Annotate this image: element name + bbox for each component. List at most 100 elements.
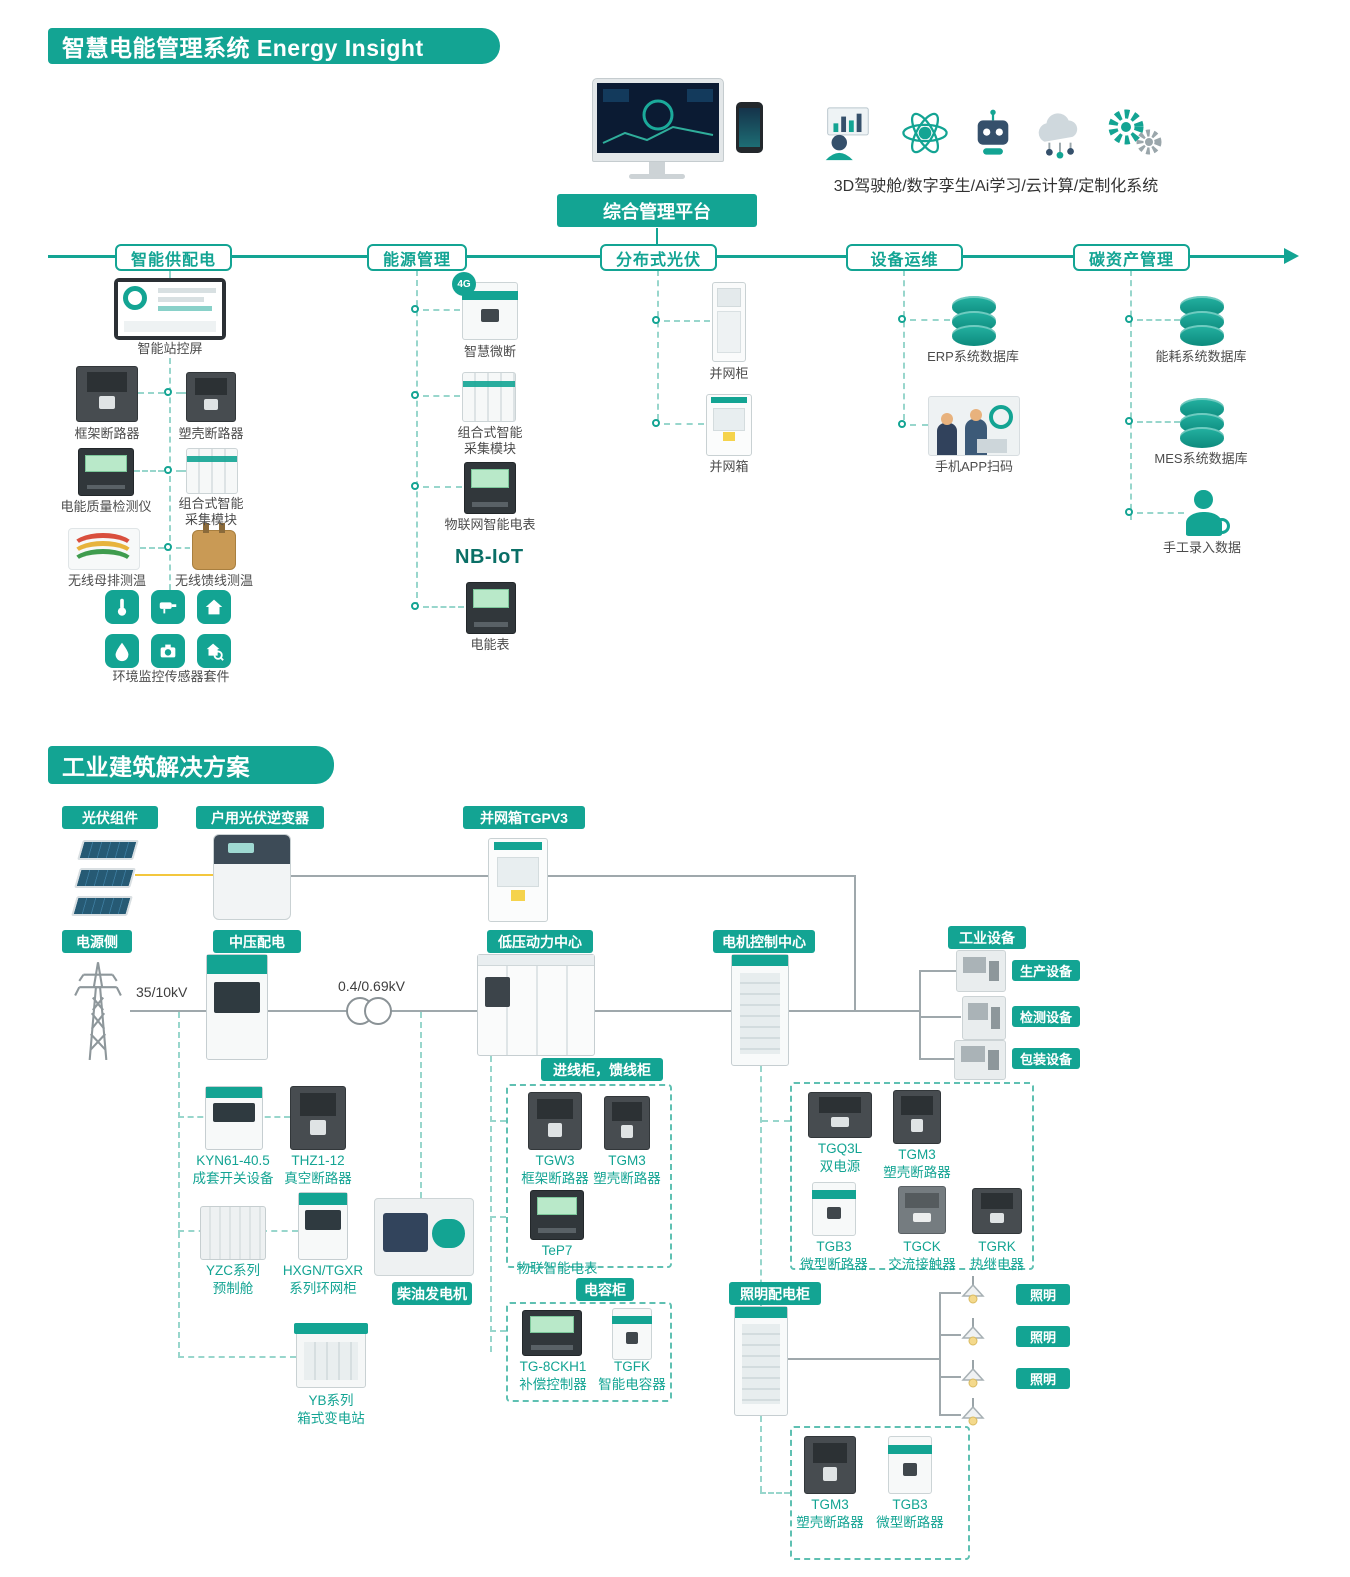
- packaging-machine-image: [954, 1040, 1006, 1080]
- worker-head: [970, 409, 982, 421]
- capacitor-group-box: [506, 1302, 672, 1402]
- connector: [178, 1012, 180, 1358]
- clock-icon: [1214, 518, 1230, 534]
- tag-lighting-cabinet: 照明配电柜: [729, 1282, 821, 1305]
- tgm3-lighting-breaker-image: [804, 1436, 856, 1494]
- connector-node: [1125, 508, 1133, 516]
- phone: [736, 102, 763, 153]
- db-layer: [952, 325, 996, 346]
- mccb-image: [186, 372, 236, 422]
- tag-grid-box-tgpv3: 并网箱TGPV3: [463, 806, 585, 829]
- mv-switchgear-image: [206, 954, 268, 1060]
- name: 微型断路器: [800, 1256, 868, 1272]
- phone-screen: [739, 108, 760, 147]
- tag-pv-modules: 光伏组件: [62, 806, 158, 829]
- label-energy-meter: 电能表: [470, 637, 510, 652]
- label-erp-db: ERP系统数据库: [927, 349, 1019, 364]
- connector: [1130, 270, 1132, 520]
- lamp-icon: [958, 1276, 988, 1315]
- product-label-tgrk: TGRK 热继电器: [963, 1238, 1031, 1273]
- platform-connector: [656, 228, 658, 257]
- label-manual-entry: 手工录入数据: [1162, 540, 1241, 555]
- section1-title: 智慧电能管理系统 Energy Insight: [48, 28, 500, 64]
- model: TGB3: [892, 1497, 928, 1512]
- connector: [490, 1056, 492, 1352]
- section2-title: 工业建筑解决方案: [48, 746, 334, 784]
- kyn-switchgear-image: [205, 1086, 263, 1150]
- connector: [490, 1330, 506, 1332]
- name: 预制舱: [212, 1280, 254, 1296]
- product-label-tgw3: TGW3 框架断路器: [519, 1152, 591, 1187]
- water-drop-icon: [105, 634, 139, 668]
- custom-system-gears-icon: [1102, 102, 1166, 167]
- grid-cabinet-image: [712, 282, 746, 362]
- product-label-hxgn: HXGN/TGXR 系列环网柜: [276, 1262, 370, 1297]
- branch-smart-power: 智能供配电: [115, 244, 232, 271]
- label-env-kit: 环境监控传感器套件: [112, 669, 230, 684]
- energy-meter-image: [466, 582, 516, 634]
- model: TGM3: [608, 1153, 646, 1168]
- label-station-screen: 智能站控屏: [137, 341, 203, 356]
- 4g-badge: 4G: [452, 272, 476, 296]
- tag-industrial-equipment: 工业设备: [948, 926, 1026, 949]
- connector: [490, 1216, 506, 1218]
- product-label-yb: YB系列 箱式变电站: [294, 1392, 368, 1427]
- tg8ckh1-controller-image: [522, 1310, 582, 1356]
- mcc-cabinet-image: [731, 954, 789, 1066]
- label-mes-db: MES系统数据库: [1154, 451, 1248, 466]
- screen-detail: [124, 321, 216, 332]
- arrow-head: [1284, 248, 1299, 264]
- camera-icon: [151, 634, 185, 668]
- ai-learning-icon: [966, 106, 1020, 165]
- product-label-tgfk: TGFK 智能电容器: [596, 1358, 668, 1393]
- screen-detail: [158, 306, 212, 311]
- wireless-feeder-sensor-image: [192, 523, 236, 570]
- connector-node: [1125, 315, 1133, 323]
- name: 双电源: [819, 1158, 861, 1174]
- connector: [760, 1416, 762, 1492]
- tag-capacitor-cabinet: 电容柜: [576, 1278, 634, 1301]
- product-label-tgm3-in: TGM3 塑壳断路器: [591, 1152, 663, 1187]
- product-label-tg8ckh1: TG-8CKH1 补偿控制器: [516, 1358, 590, 1393]
- label-app-scan: 手机APP扫码: [934, 459, 1013, 474]
- connector-node: [652, 316, 660, 324]
- tag-inverter: 户用光伏逆变器: [196, 806, 324, 829]
- label-combo-module-1: 组合式智能 采集模块: [163, 496, 259, 529]
- tag-packaging-equipment: 包装设备: [1012, 1048, 1080, 1069]
- home-search-icon: [197, 634, 231, 668]
- station-screen-image: [114, 278, 226, 340]
- screen-detail: [118, 282, 222, 336]
- connector: [664, 320, 710, 322]
- name: 物联智能电表: [516, 1260, 598, 1276]
- yb-substation-image: [294, 1323, 368, 1388]
- db-layer: [1180, 325, 1224, 346]
- iot-meter-image: [464, 462, 516, 514]
- power-quality-meter-image: [78, 448, 134, 496]
- grid-box-tgpv3-image: [488, 838, 548, 922]
- name: 热继电器: [970, 1256, 1024, 1272]
- warning-sticker: [723, 432, 735, 442]
- line: [854, 875, 856, 1012]
- model: TGCK: [903, 1239, 941, 1254]
- nb-iot-logo: NB-IoT: [455, 546, 524, 568]
- model: YZC系列: [206, 1263, 260, 1278]
- tgq3l-ats-image: [808, 1092, 872, 1138]
- tag-testing-equipment: 检测设备: [1012, 1006, 1080, 1027]
- line: [919, 970, 957, 972]
- connector: [910, 424, 928, 426]
- cable-yellow: [71, 541, 135, 571]
- lighting-products-group-box: [790, 1426, 970, 1560]
- connector-node: [164, 543, 172, 551]
- name: 塑壳断路器: [796, 1514, 864, 1530]
- line: [939, 1376, 961, 1378]
- connector: [760, 1492, 790, 1494]
- screen-detail: [158, 288, 216, 293]
- tag-motor-control-center: 电机控制中心: [713, 930, 815, 953]
- pv-dc-line: [135, 874, 213, 876]
- yzc-prefab-cabin-image: [200, 1206, 266, 1260]
- mobile-app-scan-photo: [928, 396, 1020, 456]
- model: THZ1-12: [291, 1153, 345, 1168]
- label-grid-cabinet: 并网柜: [709, 366, 749, 381]
- label-frame-breaker: 框架断路器: [74, 426, 140, 441]
